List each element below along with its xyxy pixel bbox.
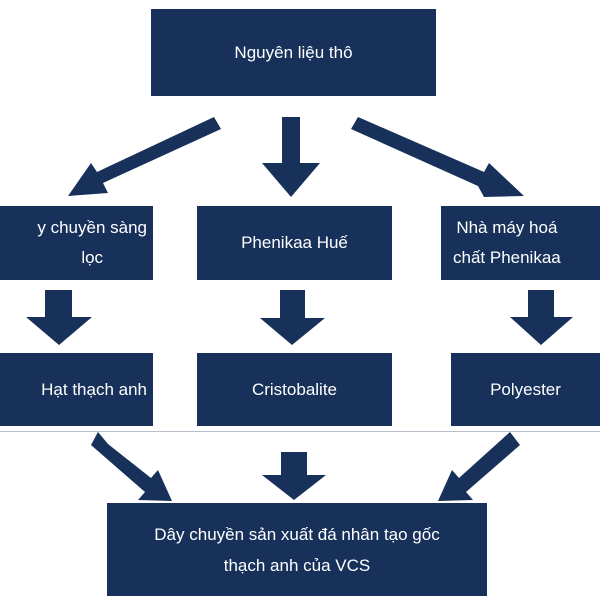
node-nha-may-hoa-chat-phenikaa-label: Nhà máy hoá chất Phenikaa <box>453 218 561 267</box>
node-hat-thach-anh: Hạt thạch anh <box>0 353 153 426</box>
node-cristobalite-label: Cristobalite <box>251 379 338 399</box>
arrow-root-to-sang-loc <box>68 117 221 196</box>
node-hat-thach-anh-label: Hạt thạch anh <box>41 379 147 399</box>
arrow-cristobalite-to-bottom <box>262 452 326 500</box>
arrow-root-to-nha-may-hoa-chat <box>351 117 524 197</box>
divider-line <box>0 431 600 432</box>
node-nha-may-hoa-chat-phenikaa: Nhà máy hoá chất Phenikaa <box>441 206 600 280</box>
node-day-chuyen-san-xuat-vcs: Dây chuyền sản xuất đá nhân tạo gốc thạc… <box>107 503 487 596</box>
node-nguyen-lieu-tho-label: Nguyên liệu thô <box>234 42 353 62</box>
node-phenikaa-hue-label: Phenikaa Huế <box>241 233 348 252</box>
node-day-chuyen-san-xuat-vcs-label: Dây chuyền sản xuất đá nhân tạo gốc thạc… <box>154 524 440 575</box>
node-cristobalite: Cristobalite <box>197 353 392 426</box>
arrow-sang-loc-to-hat-thach-anh <box>26 290 92 345</box>
node-phenikaa-hue: Phenikaa Huế <box>197 206 392 280</box>
arrow-phenikaa-hue-to-cristobalite <box>260 290 325 345</box>
node-day-chuyen-sang-loc: y chuyền sàng lọc <box>0 206 153 280</box>
node-nguyen-lieu-tho: Nguyên liệu thô <box>151 9 436 96</box>
node-day-chuyen-sang-loc-label: y chuyền sàng lọc <box>37 218 147 267</box>
arrow-polyester-to-bottom <box>438 432 520 501</box>
arrow-hat-thach-anh-to-bottom <box>91 432 172 501</box>
arrow-root-to-phenikaa-hue <box>262 117 320 197</box>
node-polyester-label: Polyester <box>490 379 561 399</box>
arrow-hoa-chat-to-polyester <box>510 290 573 345</box>
node-polyester: Polyester <box>451 353 600 426</box>
